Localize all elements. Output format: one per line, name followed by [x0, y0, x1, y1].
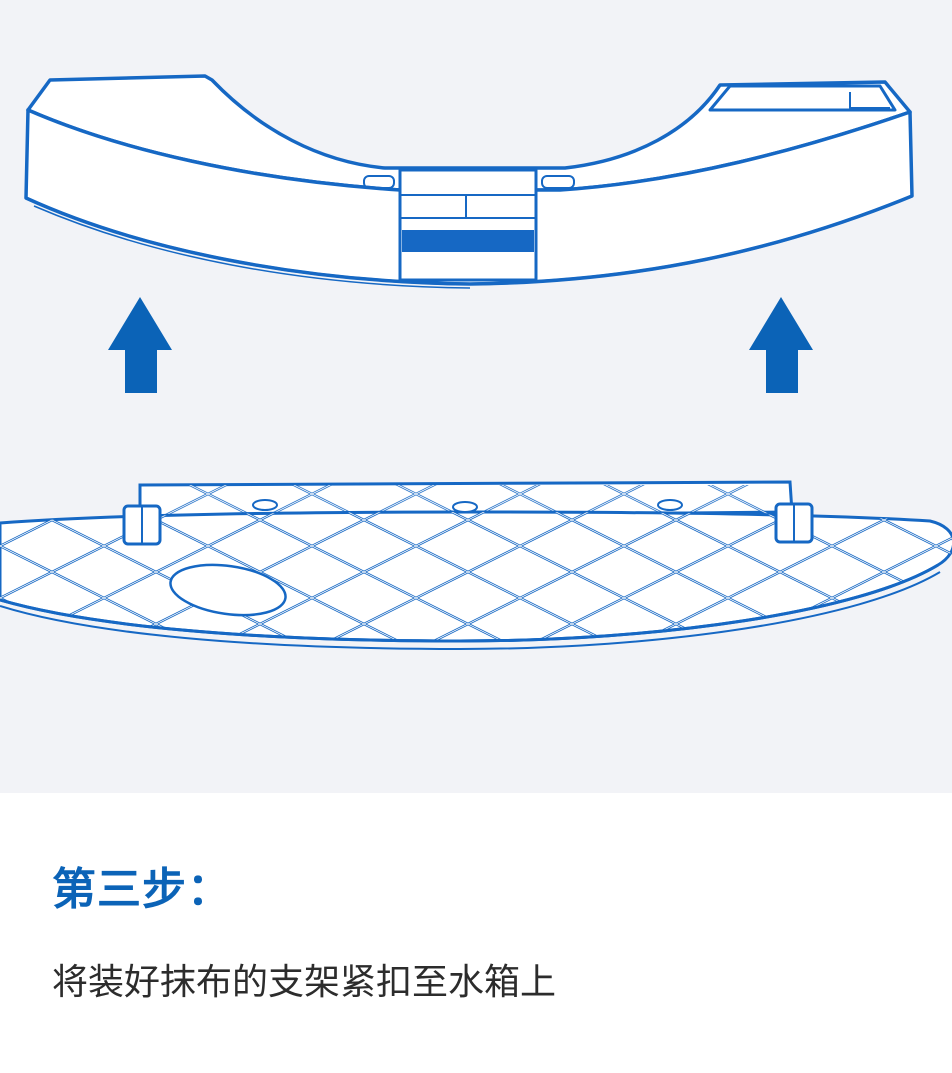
mop-bracket-drawing [0, 480, 952, 651]
step-description: 将装好抹布的支架紧扣至水箱上 [52, 962, 557, 1003]
step-title: 第三步： [52, 864, 232, 915]
up-arrow-icon-left [108, 297, 172, 393]
water-tank-drawing [24, 74, 914, 289]
up-arrow-icon-right [749, 297, 813, 393]
step-illustration [0, 0, 952, 793]
